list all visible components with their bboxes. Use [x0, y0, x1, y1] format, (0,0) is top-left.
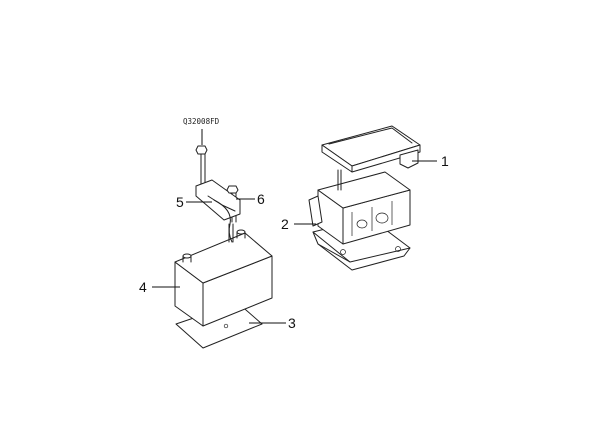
callout-1: 1 — [441, 153, 449, 169]
battery-illustration — [174, 229, 273, 327]
fuse-box-base-illustration — [308, 169, 411, 271]
callout-4: 4 — [139, 279, 147, 295]
callout-5: 5 — [176, 194, 184, 210]
callout-leaders — [152, 129, 437, 324]
fuse-box-cover-illustration — [321, 125, 421, 173]
battery-holddown-illustration — [195, 145, 241, 243]
callout-6: 6 — [257, 191, 265, 207]
callout-2: 2 — [281, 216, 289, 232]
callout-3: 3 — [288, 315, 296, 331]
part-code-label: Q32008FD — [183, 117, 220, 126]
